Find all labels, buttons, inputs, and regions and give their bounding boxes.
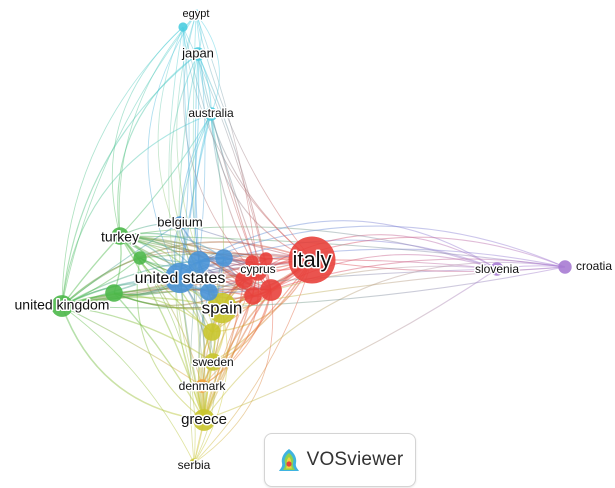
node-yellow-a[interactable] [203,323,221,341]
vosviewer-logo-icon [278,449,299,471]
link-serbia-united_kingdom [61,305,195,464]
link-cyan_a-turkey [111,26,184,237]
link-turkey-greece [119,235,205,421]
link-australia-italy [210,113,313,261]
link-denmark-turkey [119,235,203,387]
link-egypt-united_kingdom [61,13,197,307]
link-serbia-red_a [193,289,274,464]
link-denmark-united_kingdom [61,305,203,387]
link-australia-belgium [179,113,212,224]
node-sweden[interactable] [204,353,222,371]
label-sweden: sweden [192,355,233,369]
label-united-kingdom: united kingdom [15,297,110,313]
node-belgium[interactable] [173,216,187,230]
node-red-b[interactable] [244,287,262,305]
link-united_kingdom-greece [61,305,205,421]
label-slovenia: slovenia [475,262,519,276]
link-cyan_a-blue_a [182,26,200,263]
label-italy: italy [292,247,331,272]
link-yellow_a-turkey [119,235,213,333]
link-egypt-turkey [118,13,197,237]
node-green-b[interactable] [133,251,147,265]
link-egypt-cyprus [195,13,259,273]
node-red-c[interactable] [235,271,253,289]
node-cyan-a[interactable] [178,22,188,32]
link-cyan_a-spain [157,26,223,309]
node-united-states[interactable] [164,262,196,294]
node-blue-c[interactable] [215,249,233,267]
link-red_c-united_kingdom [61,279,245,307]
link-australia-spain [210,113,225,309]
label-spain: spain [202,298,243,317]
node-australia[interactable] [204,107,218,121]
link-australia-egypt [195,13,220,115]
label-denmark: denmark [179,379,227,393]
label-united-states: united states [135,270,226,287]
label-cyprus: cyprus [240,262,275,276]
labels-layer: italy cyprus spain united states belgium turk… [13,6,614,473]
label-serbia: serbia [178,458,211,472]
link-egypt-italy [195,13,313,261]
node-blue-b[interactable] [200,283,218,301]
node-serbia[interactable] [189,458,199,468]
link-blue_b-greece [197,291,210,421]
link-blue_c-turkey [119,232,225,259]
link-japan-turkey [117,53,199,237]
node-japan[interactable] [191,47,205,61]
link-red_c-greece [203,279,245,421]
link-japan-cyprus [197,53,259,273]
label-egypt: egypt [183,8,210,20]
label-croatia: croatia [576,259,612,273]
nodes-layer [51,9,572,468]
link-denmark-red_a [201,289,272,387]
node-croatia[interactable] [558,260,572,274]
link-cyan_a-united_states [179,26,190,279]
link-yellow_a-united_kingdom [61,293,213,333]
link-green_a-italy [113,259,313,294]
node-red-a[interactable] [260,279,282,301]
link-serbia-italy [193,259,313,464]
node-united-kingdom[interactable] [51,295,73,317]
label-belgium: belgium [157,214,203,229]
link-belgium-united_kingdom [61,222,181,307]
node-denmark[interactable] [195,379,209,393]
label-japan: japan [181,45,214,60]
link-slovenia-greece [203,268,498,421]
link-croatia-spain [221,266,566,309]
link-egypt-blue_a [195,13,206,263]
label-greece: greece [181,411,227,428]
node-spain[interactable] [206,292,238,324]
label-australia: australia [188,106,234,120]
link-croatia-united_kingdom [61,266,566,309]
node-red-e[interactable] [245,255,259,269]
node-greece[interactable] [193,409,215,431]
node-turkey[interactable] [111,227,129,245]
node-slovenia[interactable] [490,262,504,276]
link-croatia-greece [203,261,566,421]
link-cyan_a-cyprus [182,26,259,273]
link-green_a-greece [113,292,205,421]
link-cyan_a-italy [182,26,313,261]
node-green-a[interactable] [105,284,123,302]
link-slovenia-blue_a [198,220,498,270]
link-slovenia-turkey [119,226,498,270]
node-red-d[interactable] [259,252,273,266]
label-turkey: turkey [101,229,139,245]
node-blue-a[interactable] [188,251,210,273]
link-serbia-spain [193,307,228,464]
link-japan-united_kingdom [61,53,199,307]
vosviewer-logo: VOSviewer [264,433,416,487]
logo-text: VOSviewer [306,449,404,470]
link-green_b-greece [136,257,205,421]
link-cyan_a-greece [168,26,205,421]
node-egypt[interactable] [191,9,201,19]
link-australia-united_kingdom [61,113,212,307]
node-italy[interactable] [288,236,336,284]
